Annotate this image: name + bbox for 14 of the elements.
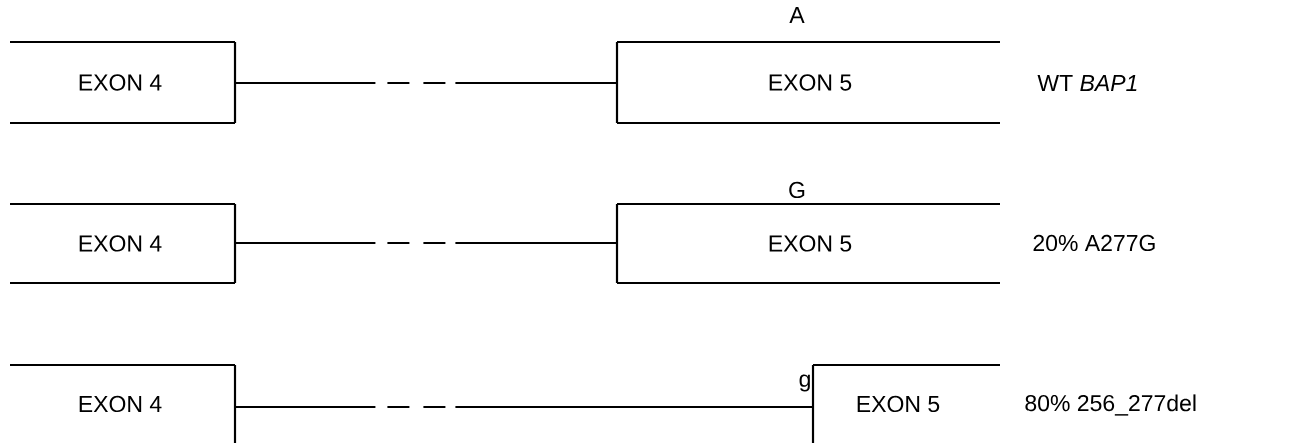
base-label: g <box>799 374 810 392</box>
exon-box: EXON 4 <box>8 40 237 125</box>
exon-box: EXON 5 <box>811 363 1002 443</box>
intron-line <box>235 81 617 85</box>
exon-box: EXON 5 <box>615 40 1002 125</box>
exon-box: EXON 5 <box>615 202 1002 285</box>
intron-line <box>235 405 813 409</box>
intron-line <box>235 241 617 245</box>
variant-label: WT BAP1 <box>1037 75 1137 91</box>
variant-label: 20% A277G <box>1033 234 1155 252</box>
variant-label: 80% 256_277del <box>1025 394 1196 416</box>
exon-box: EXON 4 <box>8 202 237 285</box>
base-label: G <box>789 181 805 199</box>
exon-box: EXON 4 <box>8 363 237 443</box>
